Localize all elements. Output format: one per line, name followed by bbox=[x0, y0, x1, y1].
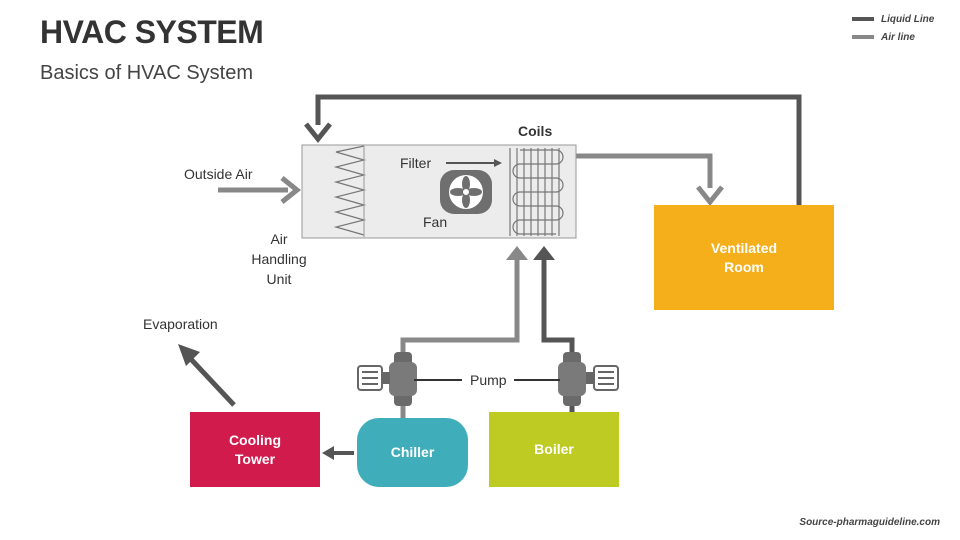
page-subtitle: Basics of HVAC System bbox=[40, 62, 254, 84]
chiller-line bbox=[400, 258, 520, 352]
pump-left-icon bbox=[357, 352, 417, 406]
page-title: HVAC SYSTEM bbox=[40, 14, 264, 50]
boiler-line bbox=[541, 258, 575, 352]
evaporation-arrow-line bbox=[186, 354, 236, 407]
boiler-line-arrowhead bbox=[533, 246, 555, 260]
legend-label-liquid-line: Liquid Line bbox=[881, 13, 935, 25]
chiller-line-arrowhead bbox=[506, 246, 528, 260]
pump-label: Pump bbox=[470, 372, 507, 388]
chiller-label: Chiller bbox=[390, 444, 435, 460]
legend-item-liquid-line: Liquid Line bbox=[852, 10, 934, 28]
chiller-box: Chiller bbox=[357, 418, 468, 487]
boiler-label: Boiler bbox=[534, 441, 574, 457]
cooling-tower-box: Cooling Tower bbox=[190, 412, 320, 487]
air-handling-unit-label: Air Handling Unit bbox=[251, 231, 307, 287]
supply-air-arrowhead bbox=[696, 185, 724, 207]
legend-swatch-liquid-line bbox=[852, 17, 874, 21]
outside-air-arrowhead bbox=[280, 176, 302, 204]
supply-air-line bbox=[576, 153, 713, 188]
return-air-line bbox=[315, 94, 802, 206]
filter-label: Filter bbox=[400, 155, 432, 171]
ventilated-room-box: Ventilated Room bbox=[654, 205, 834, 310]
chiller-to-tower-arrowhead bbox=[322, 446, 334, 460]
coils-label: Coils bbox=[518, 123, 553, 139]
legend-swatch-air-line bbox=[852, 35, 874, 39]
return-air-arrowhead bbox=[304, 122, 332, 144]
outside-air-label: Outside Air bbox=[184, 166, 253, 182]
legend: Liquid Line Air line bbox=[852, 10, 934, 46]
ventilated-room-label: Ventilated Room bbox=[710, 239, 778, 275]
cooling-tower-label: Cooling Tower bbox=[228, 431, 282, 467]
coils-icon bbox=[509, 148, 564, 236]
legend-item-air-line: Air line bbox=[852, 28, 934, 46]
fan-icon bbox=[440, 170, 492, 214]
legend-label-air-line: Air line bbox=[881, 31, 915, 43]
pump-right-icon bbox=[558, 352, 619, 406]
evaporation-arrowhead bbox=[178, 344, 200, 366]
fan-label: Fan bbox=[423, 214, 448, 230]
evaporation-label: Evaporation bbox=[143, 316, 218, 332]
source-credit: Source-pharmaguideline.com bbox=[799, 517, 940, 528]
boiler-box: Boiler bbox=[489, 412, 619, 487]
